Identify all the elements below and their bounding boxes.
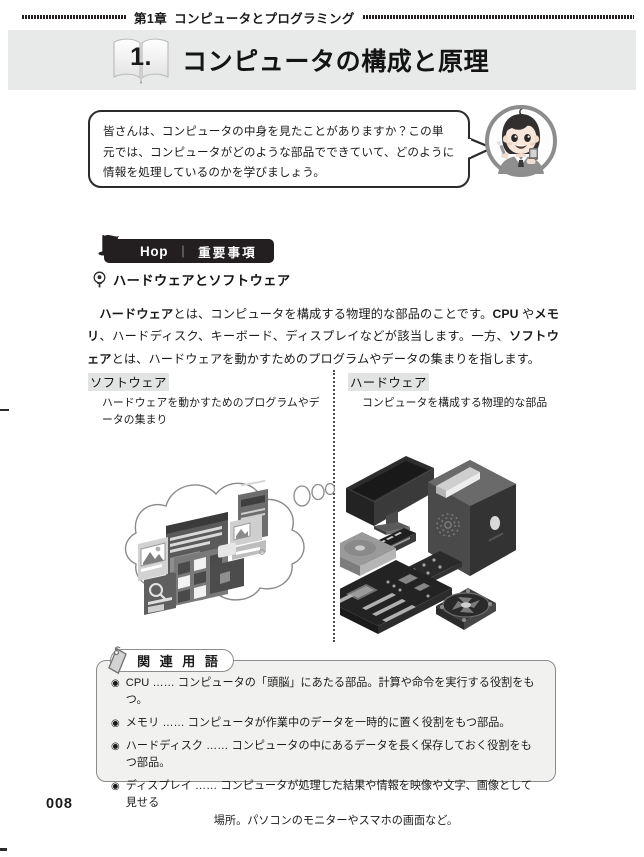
- hardware-parts-illustration: [340, 456, 516, 634]
- open-book-icon: 1.: [110, 36, 172, 84]
- running-header-title: 第1章コンピュータとプログラミング: [134, 8, 355, 27]
- software-column: ソフトウェア ハードウェアを動かすためのプログラムやデータの集まり: [88, 373, 320, 430]
- cloud-trail-bubbles: [293, 482, 336, 507]
- running-header: 第1章コンピュータとプログラミング: [0, 6, 644, 28]
- body-segment-8: とは、ハードウェアを動かすためのプログラムやデータの集まりを指します。: [111, 351, 541, 366]
- term-dots: ……: [159, 717, 188, 730]
- term-row: ◉ CPU …… コンピュータの「頭脳」にあたる部品。計算や命令を実行する役割をも…: [111, 675, 539, 710]
- term-text: CPU …… コンピュータの「頭脳」にあたる部品。計算や命令を実行する役割をもつ…: [126, 675, 539, 710]
- term-row: ◉ ディスプレイ …… コンピュータが処理した結果や情報を映像や文字、画像として見…: [111, 778, 539, 830]
- term-text: メモリ …… コンピュータが作業中のデータを一時的に置く役割をもつ部品。: [126, 715, 539, 732]
- term-dots: ……: [191, 779, 221, 792]
- hardware-column-description: コンピュータを構成する物理的な部品: [362, 397, 548, 409]
- term-bullet-icon: ◉: [111, 678, 120, 689]
- section-number: 1.: [130, 43, 152, 71]
- section-title-group: 1. コンピュータの構成と原理: [110, 34, 489, 86]
- related-terms-box: ◉ CPU …… コンピュータの「頭脳」にあたる部品。計算や命令を実行する役割をも…: [96, 660, 556, 827]
- body-segment-3: CPU: [492, 307, 519, 322]
- term-description: コンピュータが作業中のデータを一時的に置く役割をもつ部品。: [187, 717, 511, 730]
- term-name: ディスプレイ: [125, 779, 192, 792]
- software-column-description: ハードウェアを動かすためのプログラムやデータの集まり: [102, 397, 320, 427]
- related-terms-list: ◉ CPU …… コンピュータの「頭脳」にあたる部品。計算や命令を実行する役割をも…: [97, 661, 555, 835]
- body-segment-4: や: [518, 307, 535, 322]
- hop-badge: Hop ｜ 重要事項: [104, 239, 274, 263]
- body-segment-0: [87, 307, 99, 321]
- term-description: コンピュータが処理した結果や情報を映像や文字、画像として見せる: [125, 779, 533, 810]
- term-text: ハードディスク …… コンピュータの中にあるデータを長く保存しておく役割をもつ部…: [126, 738, 539, 773]
- term-description-cont: 場所。パソコンのモニターやスマホの画面など。: [213, 814, 459, 827]
- page-number: 008: [46, 796, 73, 812]
- term-bullet-icon: ◉: [111, 740, 120, 752]
- tag-icon: [108, 646, 127, 675]
- bottom-edge-tick: [0, 848, 7, 851]
- related-terms-tab: 関 連 用 語: [110, 649, 234, 672]
- header-rule-right: [362, 15, 634, 19]
- term-name: ハードディスク: [125, 739, 204, 752]
- cooling-fan: [436, 588, 496, 630]
- hardware-column: ハードウェア コンピュータを構成する物理的な部品: [348, 373, 564, 412]
- section-title-band: [8, 30, 636, 90]
- body-segment-2: とは、コンピュータを構成する物理的な部品のことです。: [173, 307, 493, 322]
- chapter-number: 第1章: [134, 11, 168, 26]
- hardware-column-title: ハードウェア: [348, 373, 429, 391]
- term-name: CPU: [125, 677, 150, 689]
- body-segment-5: メモリ: [87, 307, 560, 344]
- software-column-title: ソフトウェア: [88, 373, 169, 391]
- term-name: メモリ: [125, 717, 160, 730]
- header-rule-left: [22, 15, 126, 19]
- body-paragraph: ハードウェアとは、コンピュータを構成する物理的な部品のことです。CPU やメモリ…: [87, 303, 559, 370]
- hop-label: Hop: [140, 243, 169, 259]
- optical-drive: [340, 532, 396, 576]
- hop-separator: ｜: [177, 244, 190, 259]
- body-segment-1: ハードウェア: [99, 307, 174, 322]
- intro-bubble-text: 皆さんは、コンピュータの中身を見たことがありますか？この単元では、コンピュータが…: [103, 125, 455, 180]
- avatar: [485, 105, 557, 177]
- section-title: コンピュータの構成と原理: [182, 48, 490, 76]
- left-edge-tick: [0, 409, 9, 412]
- column-divider: [333, 370, 335, 642]
- intro-speech-bubble: 皆さんは、コンピュータの中身を見たことがありますか？この単元では、コンピュータが…: [88, 110, 470, 188]
- term-bullet-icon: ◉: [111, 780, 120, 792]
- term-dots: ……: [149, 677, 178, 689]
- body-segment-6: 、ハードディスク、キーボード、ディスプレイなどが該当します。一方、: [99, 329, 510, 344]
- subheading-text: ハードウェアとソフトウェア: [113, 273, 291, 288]
- related-terms-heading: 関 連 用 語: [137, 654, 221, 669]
- term-description: コンピュータの「頭脳」にあたる部品。計算や命令を実行する役割をもつ。: [125, 677, 535, 707]
- term-row: ◉ メモリ …… コンピュータが作業中のデータを一時的に置く役割をもつ部品。: [111, 715, 539, 732]
- chapter-title: コンピュータとプログラミング: [174, 11, 355, 26]
- motherboard: [340, 560, 452, 634]
- lightbulb-icon: [93, 271, 106, 288]
- term-row: ◉ ハードディスク …… コンピュータの中にあるデータを長く保存しておく役割をもつ…: [111, 738, 539, 773]
- term-dots: ……: [203, 739, 232, 752]
- body-segment-7: ソフトウェア: [87, 329, 559, 366]
- app-screens: [138, 479, 268, 615]
- monitor: [346, 456, 434, 535]
- term-bullet-icon: ◉: [111, 718, 120, 730]
- term-text: ディスプレイ …… コンピュータが処理した結果や情報を映像や文字、画像として見せ…: [126, 778, 539, 830]
- term-description: コンピュータの中にあるデータを長く保存しておく役割をもつ部品。: [125, 739, 532, 770]
- hop-sub-label: 重要事項: [198, 245, 257, 260]
- subheading: ハードウェアとソフトウェア: [92, 270, 291, 289]
- cloud-software-illustration: [124, 479, 336, 615]
